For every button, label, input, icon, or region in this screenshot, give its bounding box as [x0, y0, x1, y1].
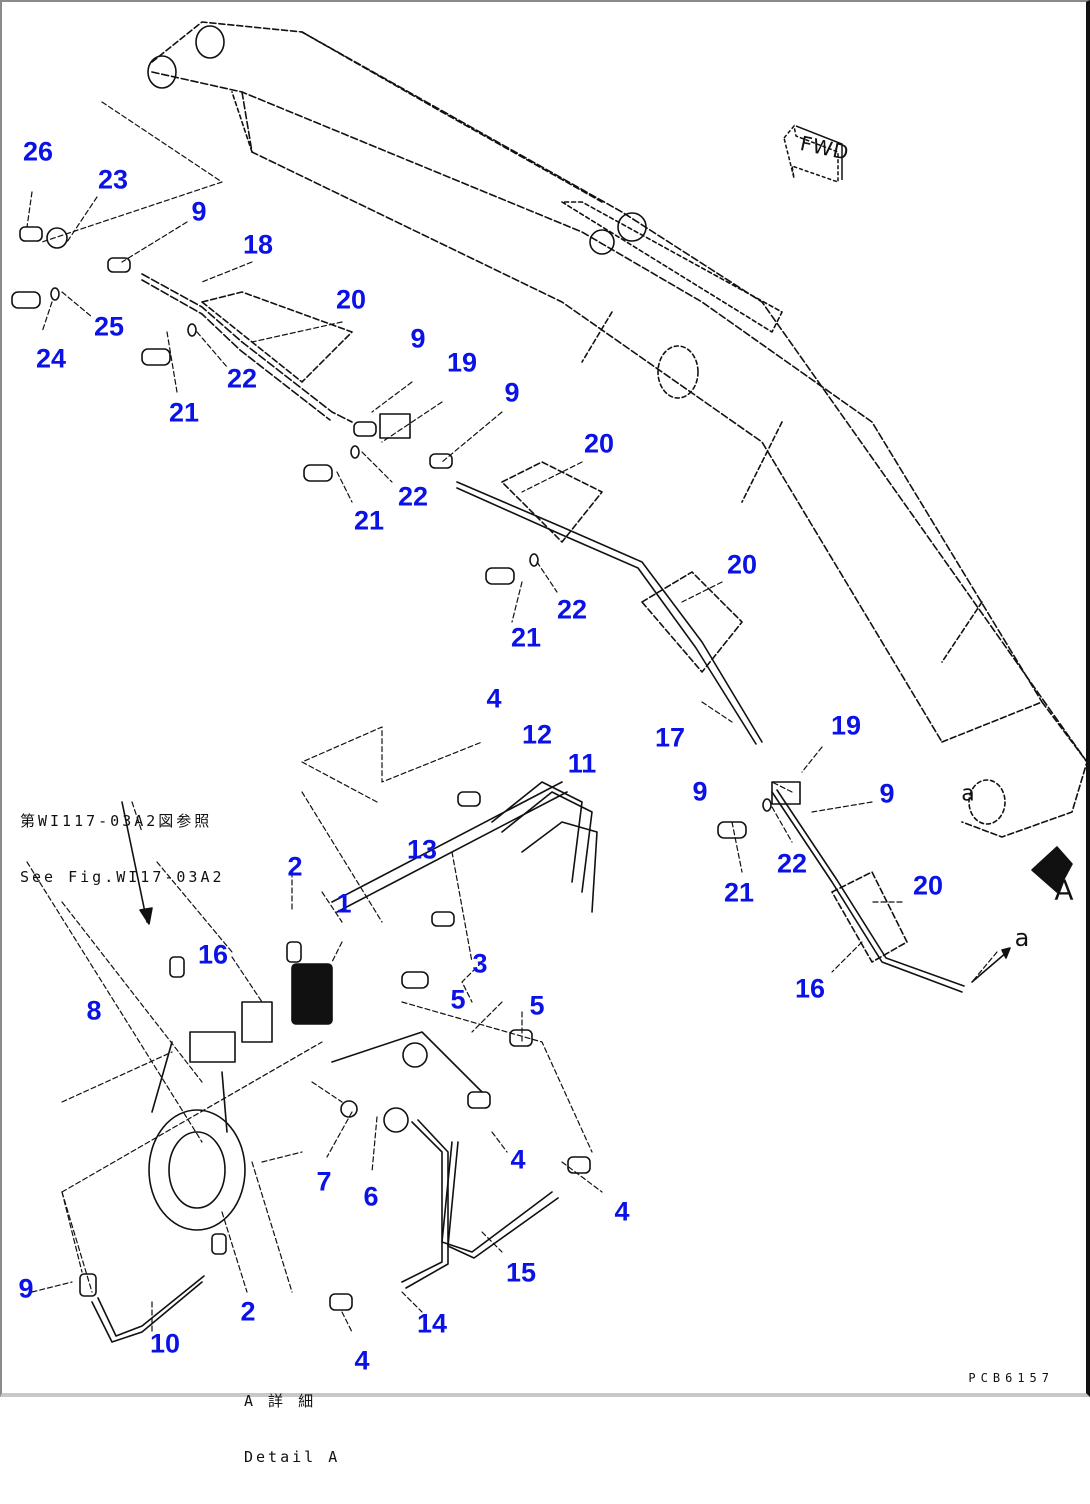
callout-2[interactable]: 2 [240, 1296, 256, 1327]
callout-4[interactable]: 4 [614, 1196, 630, 1227]
boom-piping-drawing [11, 21, 1088, 1343]
callout-3[interactable]: 3 [472, 948, 488, 979]
boom-body [147, 21, 1088, 838]
callout-22[interactable]: 22 [226, 363, 258, 394]
valve-block [189, 963, 333, 1063]
callout-9[interactable]: 9 [191, 196, 207, 227]
callout-20[interactable]: 20 [726, 549, 758, 580]
callout-16[interactable]: 16 [794, 973, 826, 1004]
callout-8[interactable]: 8 [86, 995, 102, 1026]
reference-note-jp: 第WI117-03A2図参照 [20, 811, 213, 830]
callout-18[interactable]: 18 [242, 229, 274, 260]
brackets [201, 291, 908, 963]
diagram-frame: FWD 第WI117-03A2図参照 See Fig.WI17-03A2 A 詳… [0, 0, 1090, 1466]
callout-17[interactable]: 17 [654, 722, 686, 753]
view-arrows [121, 801, 1073, 983]
callout-21[interactable]: 21 [723, 877, 755, 908]
callout-23[interactable]: 23 [97, 164, 129, 195]
callout-20[interactable]: 20 [335, 284, 367, 315]
callout-9[interactable]: 9 [879, 778, 895, 809]
reference-note-en: See Fig.WI17-03A2 [20, 867, 225, 886]
callout-20[interactable]: 20 [912, 870, 944, 901]
callout-4[interactable]: 4 [354, 1345, 370, 1376]
detail-a-cylinder [148, 1041, 246, 1231]
callout-22[interactable]: 22 [397, 481, 429, 512]
callout-4[interactable]: 4 [510, 1144, 526, 1175]
view-letter-A: A [1054, 873, 1074, 907]
fittings [11, 226, 801, 1311]
fwd-arrow-icon [783, 124, 843, 184]
callout-19[interactable]: 19 [446, 347, 478, 378]
callout-19[interactable]: 19 [830, 710, 862, 741]
detail-caption-en: Detail A [244, 1447, 341, 1466]
callout-20[interactable]: 20 [583, 428, 615, 459]
callout-5[interactable]: 5 [529, 990, 545, 1021]
drawing-number: PCB6157 [968, 1371, 1054, 1385]
callout-14[interactable]: 14 [416, 1308, 448, 1339]
callout-9[interactable]: 9 [504, 377, 520, 408]
callout-1[interactable]: 1 [336, 888, 352, 919]
callout-6[interactable]: 6 [363, 1181, 379, 1212]
callout-12[interactable]: 12 [521, 719, 553, 750]
callout-9[interactable]: 9 [692, 776, 708, 807]
callout-16[interactable]: 16 [197, 939, 229, 970]
callout-11[interactable]: 11 [567, 748, 597, 779]
callout-2[interactable]: 2 [287, 851, 303, 882]
callout-21[interactable]: 21 [353, 505, 385, 536]
detail-caption-jp: A 詳 細 [244, 1391, 317, 1410]
callout-4[interactable]: 4 [486, 683, 502, 714]
view-letter-a-boom: a [961, 781, 975, 807]
reference-note: 第WI117-03A2図参照 See Fig.WI17-03A2 [20, 774, 225, 924]
forward-direction-marker: FWD [782, 122, 852, 184]
leader-lines [26, 101, 998, 1333]
callout-21[interactable]: 21 [168, 397, 200, 428]
callout-9[interactable]: 9 [410, 323, 426, 354]
callout-7[interactable]: 7 [316, 1166, 332, 1197]
callout-24[interactable]: 24 [35, 343, 67, 374]
callout-22[interactable]: 22 [776, 848, 808, 879]
callout-9[interactable]: 9 [18, 1273, 34, 1304]
callout-22[interactable]: 22 [556, 594, 588, 625]
callout-10[interactable]: 10 [149, 1328, 181, 1359]
callout-25[interactable]: 25 [93, 311, 125, 342]
callout-26[interactable]: 26 [22, 136, 54, 167]
callout-15[interactable]: 15 [505, 1257, 537, 1288]
view-letter-a-pipe: a [1014, 924, 1030, 952]
callout-21[interactable]: 21 [510, 622, 542, 653]
detail-caption: A 詳 細 Detail A [244, 1354, 340, 1504]
callout-13[interactable]: 13 [406, 834, 438, 865]
callout-5[interactable]: 5 [450, 984, 466, 1015]
